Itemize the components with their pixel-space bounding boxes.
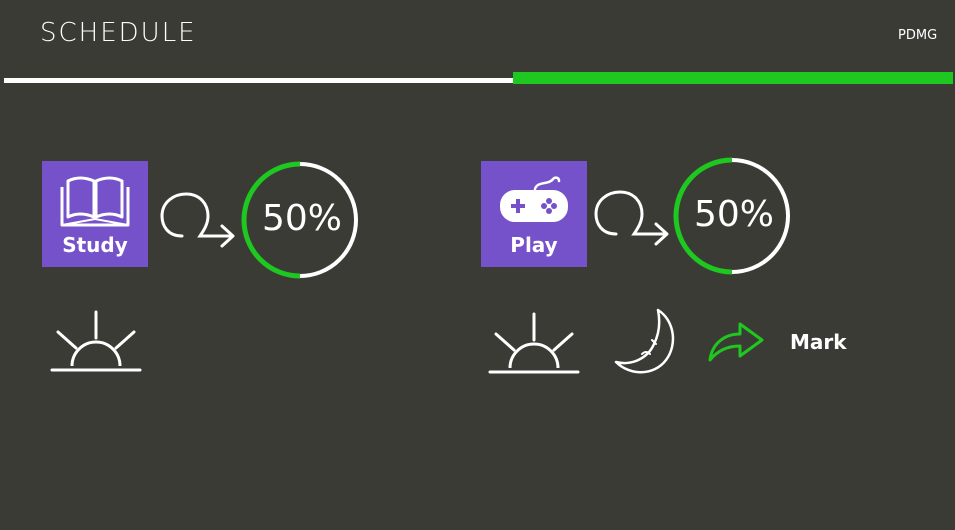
activity-label-play: Play xyxy=(510,233,558,257)
ring-progress xyxy=(241,161,301,279)
sunrise-icon xyxy=(488,312,580,374)
activity-tile-play[interactable]: Play xyxy=(481,161,587,267)
ring-progress xyxy=(673,157,733,275)
gamepad-icon xyxy=(500,176,568,222)
page-title: SCHEDULE xyxy=(40,18,197,48)
progress-fill xyxy=(513,72,953,84)
activity-label-study: Study xyxy=(62,233,128,257)
percent-label-study: 50% xyxy=(261,198,342,239)
activity-tile-study[interactable]: Study xyxy=(42,161,148,267)
percent-label-play: 50% xyxy=(693,194,774,235)
book-icon xyxy=(60,176,130,227)
progress-ring-play xyxy=(673,157,790,275)
sunrise-icon xyxy=(50,310,142,372)
moon-icon xyxy=(614,308,675,374)
mark-label[interactable]: Mark xyxy=(790,330,847,354)
loop-arrow-icon xyxy=(594,190,669,246)
progress-track xyxy=(4,78,513,83)
loop-arrow-icon xyxy=(160,192,235,248)
forward-arrow-icon[interactable] xyxy=(706,318,766,364)
brand-label: PDMG xyxy=(898,28,938,43)
progress-ring-study xyxy=(241,161,358,279)
